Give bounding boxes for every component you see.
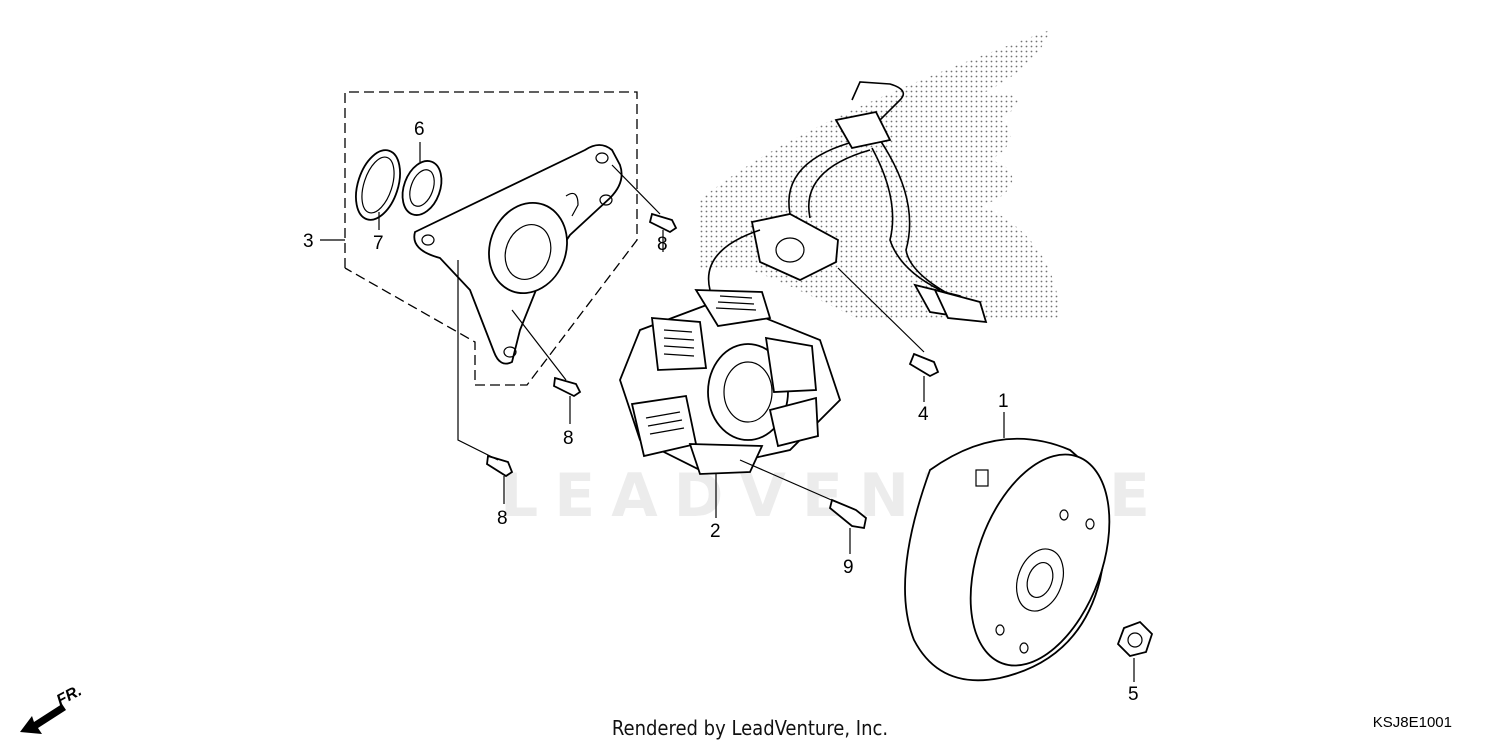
svg-text:3: 3 xyxy=(303,231,314,252)
callout-5: 5 xyxy=(1128,658,1139,705)
svg-text:7: 7 xyxy=(373,233,384,254)
leader-screw-middle xyxy=(511,309,567,381)
callout-8-middle: 8 xyxy=(563,396,574,449)
nut-5 xyxy=(1116,620,1154,657)
leader-bolt-4 xyxy=(837,267,925,353)
callout-8-lower: 8 xyxy=(497,476,508,529)
group-bracket-3 xyxy=(344,91,638,386)
svg-text:6: 6 xyxy=(414,119,425,140)
gasket-7 xyxy=(355,149,401,221)
flywheel-rotor xyxy=(904,437,1111,682)
svg-text:2: 2 xyxy=(710,521,721,542)
svg-text:8: 8 xyxy=(657,234,668,255)
callout-9: 9 xyxy=(843,528,854,578)
callout-2: 2 xyxy=(710,474,721,542)
bolt-9 xyxy=(828,498,867,530)
callout-1: 1 xyxy=(998,391,1009,438)
svg-text:8: 8 xyxy=(563,428,574,449)
footer-credit: Rendered by LeadVenture, Inc. xyxy=(611,716,889,740)
oil-seal-6 xyxy=(401,160,443,216)
leader-screw-upper xyxy=(611,164,661,215)
callout-6: 6 xyxy=(414,119,425,162)
wire-harness xyxy=(707,81,988,324)
stator-coil xyxy=(619,289,842,475)
callout-7: 7 xyxy=(373,212,384,254)
svg-text:4: 4 xyxy=(918,404,929,425)
diagram-code: KSJ8E1001 xyxy=(1372,714,1452,731)
callout-4: 4 xyxy=(918,376,929,425)
svg-text:9: 9 xyxy=(843,557,854,578)
leader-bolt-9 xyxy=(739,459,837,503)
svg-text:1: 1 xyxy=(998,391,1009,412)
wing-logo-background xyxy=(700,30,1060,320)
bolt-4 xyxy=(908,352,940,378)
screw-8-middle xyxy=(553,376,582,398)
screw-8-upper xyxy=(648,212,678,234)
callout-3: 3 xyxy=(303,231,345,252)
front-direction-arrow-icon: FR. xyxy=(20,682,85,734)
stator-base-plate xyxy=(413,144,623,365)
callout-8-upper: 8 xyxy=(657,230,668,255)
svg-text:8: 8 xyxy=(497,508,508,529)
direction-label: FR. xyxy=(54,682,85,709)
screw-8-lower xyxy=(486,454,514,478)
leader-screw-lower xyxy=(457,260,499,461)
svg-text:5: 5 xyxy=(1128,684,1139,705)
